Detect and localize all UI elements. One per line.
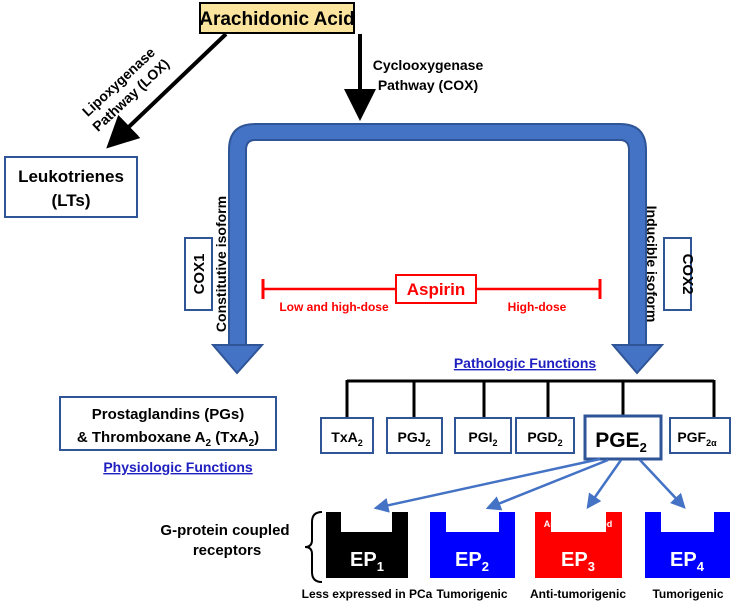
ep3-receptor: Aspirin-induced EP3 Anti-tumorigenic	[530, 512, 626, 601]
product-box-pgj2: PGJ2	[386, 417, 443, 454]
svg-text:Cyclooxygenase: Cyclooxygenase	[373, 57, 484, 73]
svg-text:(LTs): (LTs)	[51, 191, 90, 210]
svg-text:Leukotrienes: Leukotrienes	[18, 167, 124, 186]
svg-text:PGD2: PGD2	[527, 429, 562, 448]
svg-text:receptors: receptors	[193, 542, 261, 559]
svg-text:EP4: EP4	[670, 549, 705, 574]
svg-text:& Thromboxane A2 (TxA2): & Thromboxane A2 (TxA2)	[77, 429, 259, 449]
receptor-brace	[304, 511, 323, 583]
svg-text:COX2: COX2	[679, 254, 696, 295]
ep3-caption: Anti-tumorigenic	[530, 587, 626, 601]
arachidonic-acid-label: Arachidonic Acid	[199, 9, 355, 30]
arachidonic-acid-node: Arachidonic Acid	[199, 2, 355, 34]
aspirin-box	[395, 274, 477, 304]
lox-arrow	[106, 32, 228, 149]
ep1-receptor: EP1 Less expressed in PCa	[302, 512, 433, 601]
svg-text:PGI2: PGI2	[468, 429, 497, 448]
svg-text:EP1: EP1	[350, 549, 384, 574]
product-box-txa2: TxA2	[320, 417, 374, 454]
cox2-arrowhead	[610, 344, 665, 375]
svg-text:PGE2: PGE2	[595, 429, 647, 455]
aspirin-inhibition: Aspirin Low and high-dose High-dose	[261, 274, 602, 314]
ep4-receptor: EP4 Tumorigenic	[645, 512, 730, 601]
physiologic-functions-link[interactable]: Physiologic Functions	[103, 459, 253, 475]
aspirin-high-dose: High-dose	[508, 300, 567, 314]
ep3-note: Aspirin-induced	[544, 519, 613, 529]
ep4-caption: Tumorigenic	[652, 587, 723, 601]
cox1-box: COX1	[184, 237, 213, 311]
product-box-pgd2: PGD2	[515, 417, 575, 454]
pge2-receptor-arrows	[373, 457, 686, 513]
svg-text:COX1: COX1	[191, 254, 208, 295]
products-bracket	[345, 379, 716, 418]
lox-label: Lipoxygenase Pathway (LOX)	[79, 44, 172, 135]
cox1-arrowhead	[210, 344, 265, 375]
receptor-group-label: G-protein coupled receptors	[160, 511, 323, 583]
cox2-description: Inducible isoform	[644, 206, 660, 323]
cox1-description: Constitutive isoform	[213, 196, 229, 332]
product-box-pgf2a: PGF2α	[669, 417, 731, 454]
product-box-pge2: PGE2	[583, 414, 663, 461]
aspirin-label: Aspirin	[407, 280, 466, 299]
svg-text:PGF2α: PGF2α	[677, 429, 717, 448]
svg-text:TxA2: TxA2	[331, 429, 362, 448]
cox-label: Cyclooxygenase Pathway (COX)	[373, 57, 484, 93]
svg-text:G-protein coupled: G-protein coupled	[160, 522, 289, 539]
ep2-receptor: EP2 Tumorigenic	[430, 512, 515, 601]
svg-text:Prostaglandins (PGs): Prostaglandins (PGs)	[92, 406, 245, 423]
product-box-pgi2: PGI2	[454, 417, 512, 454]
aspirin-low-high-dose: Low and high-dose	[279, 300, 389, 314]
pathologic-functions-link[interactable]: Pathologic Functions	[454, 355, 597, 371]
ep1-caption: Less expressed in PCa	[302, 587, 433, 601]
leukotrienes-box: Leukotrienes (LTs)	[4, 156, 138, 218]
svg-text:EP3: EP3	[561, 549, 595, 574]
svg-text:PGJ2: PGJ2	[397, 429, 430, 448]
ep2-caption: Tumorigenic	[436, 587, 507, 601]
prostaglandins-box: Prostaglandins (PGs) & Thromboxane A2 (T…	[59, 396, 277, 451]
svg-text:Pathway (COX): Pathway (COX)	[378, 77, 478, 93]
cox2-box: COX2	[663, 237, 696, 311]
svg-text:EP2: EP2	[455, 549, 489, 574]
